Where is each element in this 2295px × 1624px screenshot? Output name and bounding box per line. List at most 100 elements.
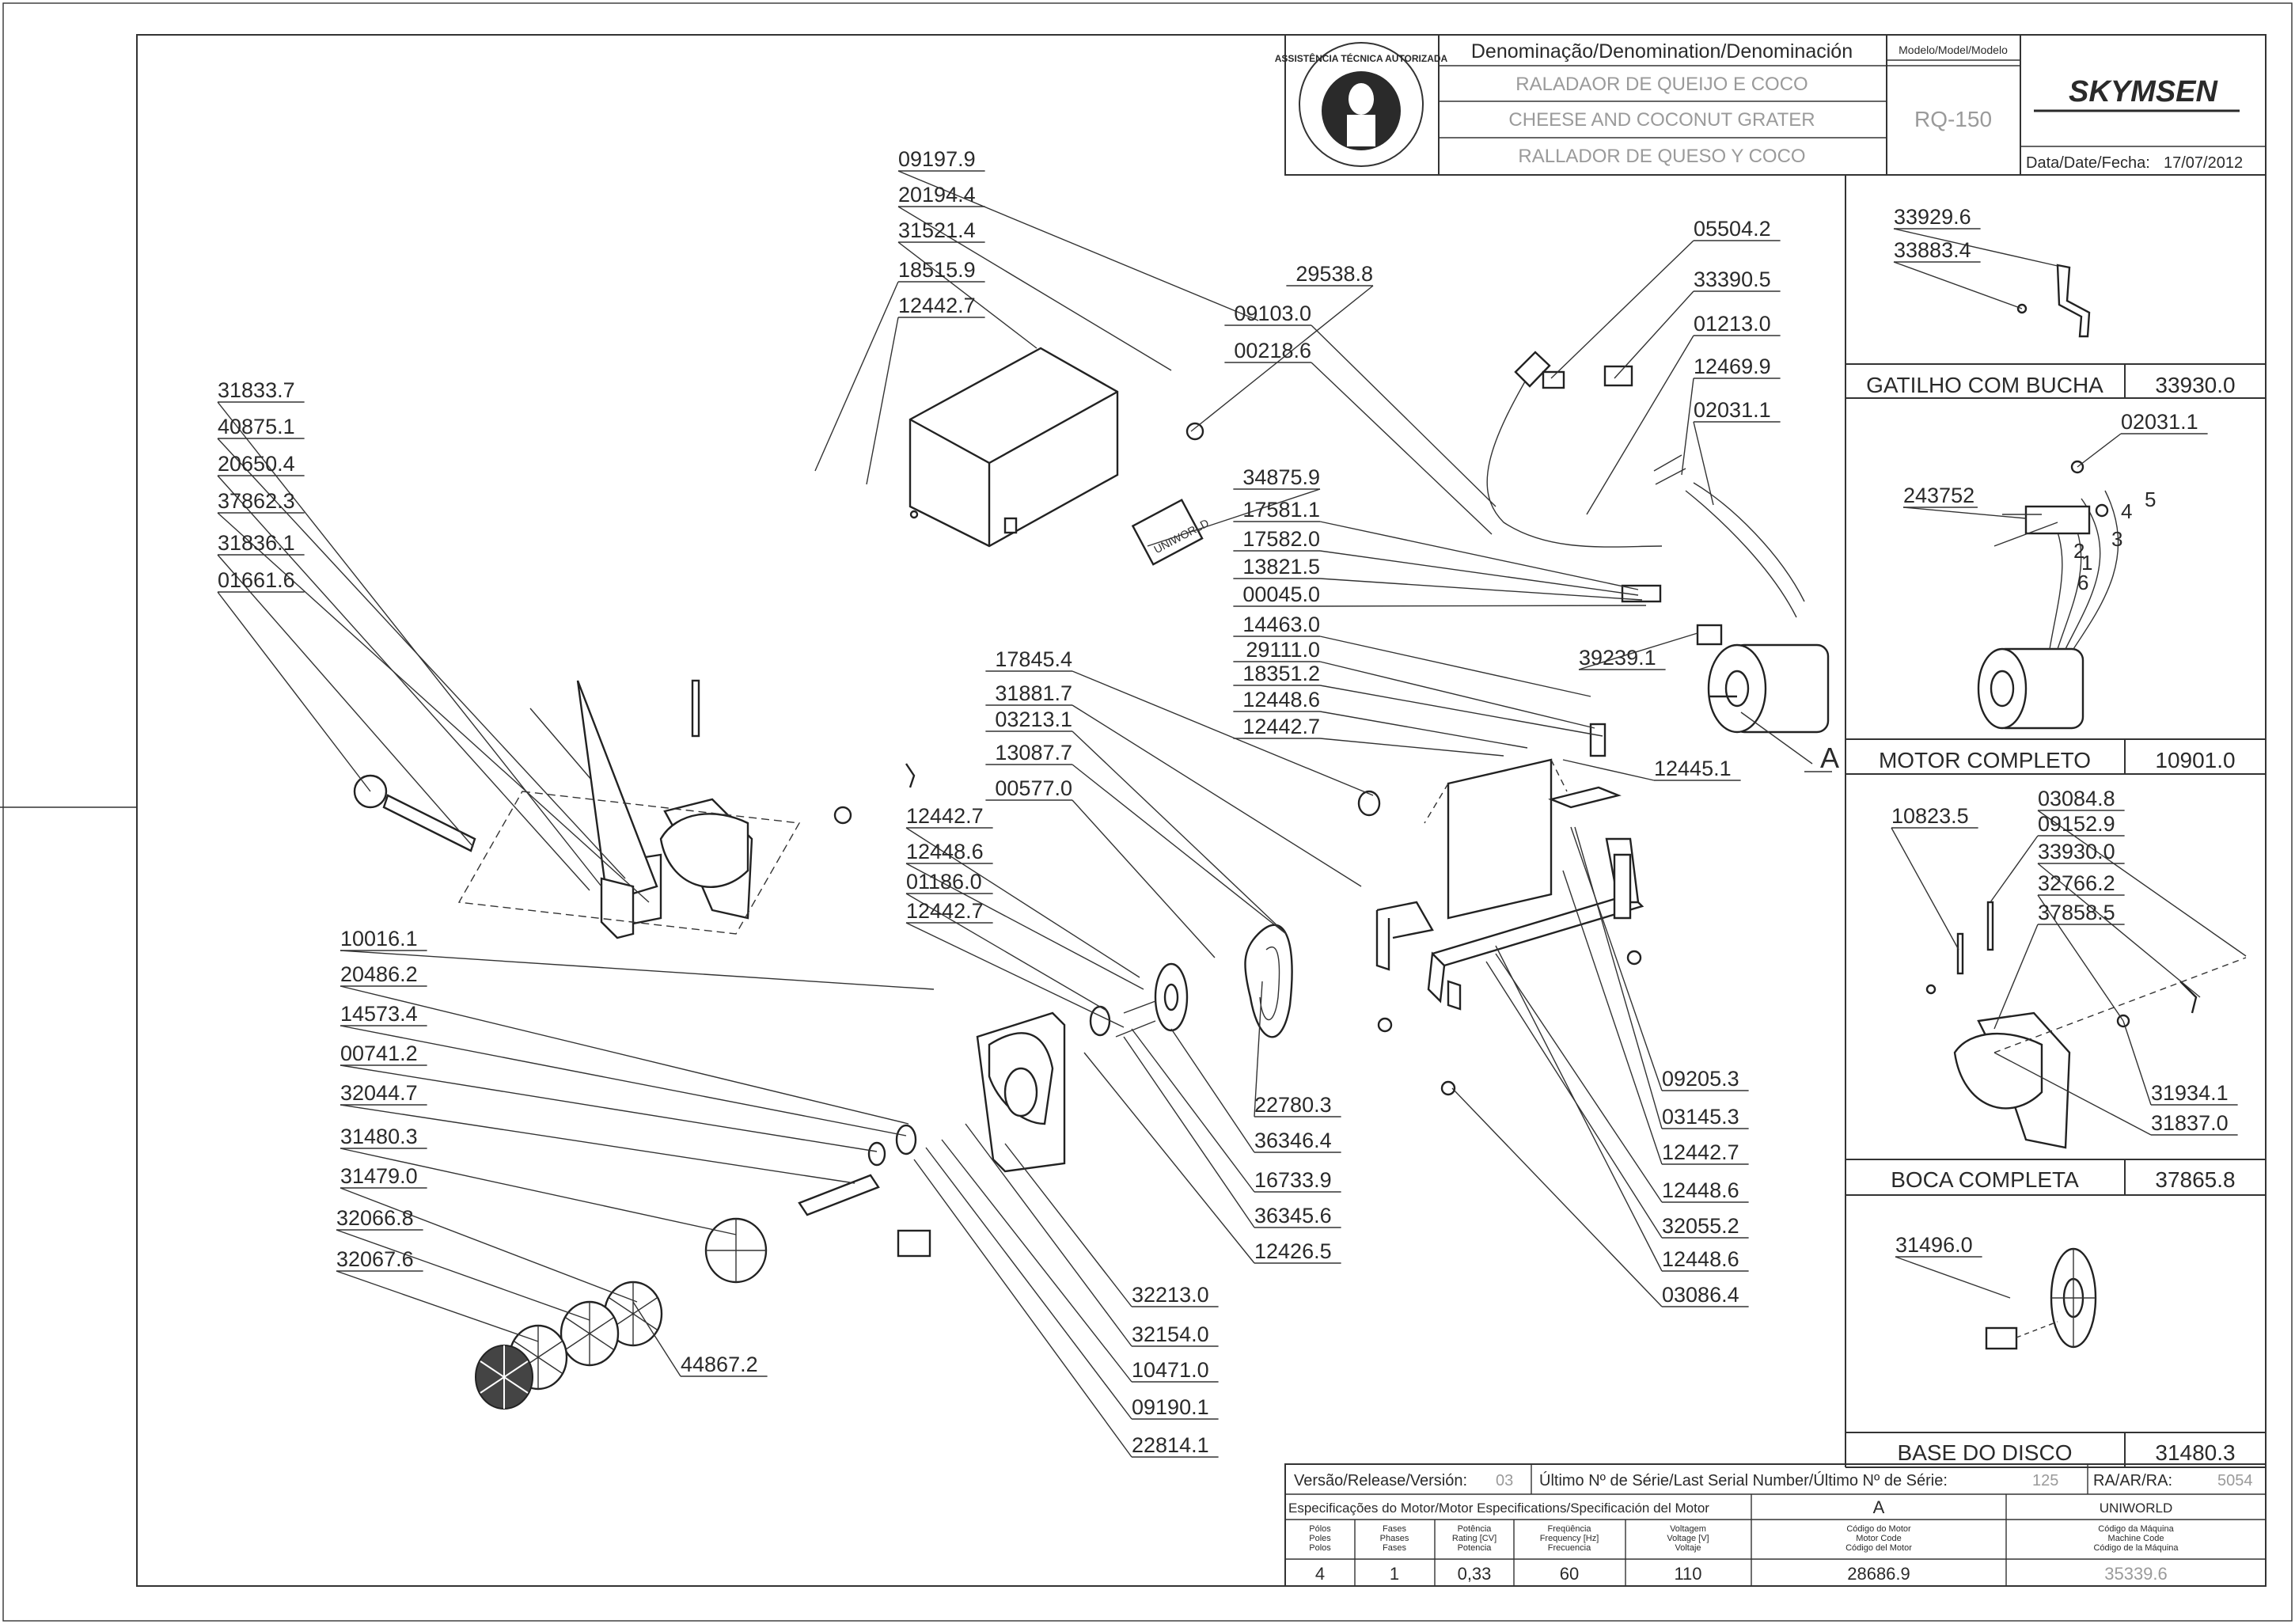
trigger-with-bushing-drawing: [2016, 264, 2091, 338]
part-callout: 12469.9: [1694, 355, 1771, 378]
disc-base: [704, 1217, 768, 1284]
grater-discs: [475, 1281, 663, 1410]
leader-line: [1578, 632, 1698, 670]
part-callout: 13821.5: [1242, 555, 1320, 579]
leader-line: [632, 1301, 681, 1377]
subassembly-callout: 10823.5: [1891, 804, 1969, 828]
leader-line: [2122, 1020, 2152, 1106]
part-callout: 17581.1: [1242, 498, 1320, 522]
spec-column-label: Frequency [Hz]: [1540, 1534, 1599, 1543]
leader-line: [1586, 335, 1694, 515]
part-callout: 36345.6: [1254, 1204, 1332, 1227]
serial-value: 125: [2032, 1472, 2058, 1489]
leader-line: [1190, 285, 1374, 432]
subassembly-panels: GATILHO COM BUCHA 33930.0 MOTOR COMPLETO…: [1845, 175, 2266, 1468]
spec-column-label: Frecuencia: [1548, 1543, 1591, 1553]
leader-line: [1319, 661, 1595, 729]
motor-voltage-code: A: [1873, 1497, 1885, 1517]
subassembly-name-base: BASE DO DISCO: [1898, 1440, 2073, 1465]
seal-text: ASSISTÊNCIA TÉCNICA AUTORIZADA: [1275, 52, 1448, 64]
part-callout: 20486.2: [340, 962, 418, 986]
spec-column-label: Pólos: [1309, 1524, 1331, 1534]
part-callout: 12448.6: [1242, 688, 1320, 711]
leader-line: [1495, 953, 1663, 1203]
subassembly-callout: 03084.8: [2038, 787, 2115, 810]
part-callout: 18515.9: [898, 258, 976, 282]
leader-line: [941, 1139, 1132, 1383]
part-callout: 14463.0: [1242, 613, 1320, 636]
spec-column-label: Voltage [V]: [1667, 1534, 1709, 1543]
subassembly-name-gatilho: GATILHO COM BUCHA: [1866, 373, 2103, 397]
spec-column-label: Potencia: [1458, 1543, 1493, 1553]
part-callout: 20194.4: [898, 183, 976, 207]
view-a-label: A: [1820, 742, 1839, 774]
title-block: ASSISTÊNCIA TÉCNICA AUTORIZADA Denominaç…: [1275, 34, 2267, 176]
leader-line: [1681, 378, 1694, 476]
leader-line: [217, 591, 371, 792]
drive-shaft: [798, 1124, 917, 1216]
spec-column-label: Freqüência: [1547, 1524, 1591, 1534]
spec-column-label: Código da Máquina: [2098, 1524, 2174, 1534]
leader-line: [1072, 764, 1287, 935]
leader-line: [1319, 685, 1603, 737]
disc-base-drawing: [1985, 1247, 2097, 1350]
spec-column-label: Motor Code: [1856, 1534, 1901, 1543]
part-callout: 09190.1: [1132, 1395, 1209, 1419]
subassembly-callout: 33929.6: [1894, 205, 1971, 229]
leader-line: [340, 950, 935, 990]
pulleys-and-belt: [1089, 790, 1381, 1038]
model-label: Modelo/Model/Modelo: [1899, 44, 2008, 56]
spec-column-label: Fases: [1383, 1543, 1406, 1553]
wire-number: 5: [2145, 488, 2156, 511]
drawing-frame: [136, 34, 2267, 1587]
leader-line: [340, 985, 909, 1125]
spec-column-label: Phases: [1380, 1534, 1409, 1543]
subassembly-name-motor: MOTOR COMPLETO: [1879, 748, 2091, 772]
subassembly-code-motor: 10901.0: [2155, 748, 2235, 772]
part-callout: 12448.6: [1662, 1247, 1739, 1271]
brand-logo: SKYMSEN: [2069, 75, 2218, 108]
spec-column-label: Machine Code: [2108, 1534, 2164, 1543]
subassembly-callout: 33883.4: [1894, 238, 1971, 262]
subassembly-callout-labels: 33929.633883.402031.124375210823.503084.…: [1891, 205, 2247, 1299]
part-callout: 16733.9: [1254, 1168, 1332, 1192]
leader-line: [814, 281, 899, 472]
part-callout: 32055.2: [1662, 1214, 1739, 1238]
denomination-label: Denominação/Denomination/Denominación: [1471, 40, 1853, 63]
wire-number: 6: [2077, 571, 2088, 594]
leader-line: [1562, 759, 1655, 781]
leader-line: [1254, 981, 1263, 1117]
leader-line: [340, 1187, 638, 1303]
part-callout: 20650.4: [218, 452, 295, 476]
subassembly-callout: 02031.1: [2121, 410, 2198, 434]
leader-line: [1123, 1036, 1255, 1228]
motor-brand: UNIWORLD: [2100, 1501, 2173, 1516]
subassembly-callout: 09152.9: [2038, 812, 2115, 836]
leader-line: [1993, 1052, 2152, 1136]
part-callout: 10471.0: [1132, 1358, 1209, 1382]
leader-line: [1562, 870, 1663, 1165]
part-callout: 31521.4: [898, 218, 976, 242]
part-callout: 03086.4: [1662, 1283, 1739, 1307]
leader-line: [1319, 711, 1528, 749]
part-callout: 32213.0: [1132, 1283, 1209, 1307]
part-callout: 05504.2: [1694, 217, 1771, 241]
part-callout: 00577.0: [995, 776, 1072, 800]
leader-line: [1902, 507, 2027, 519]
leader-line: [1574, 826, 1663, 1129]
part-callout: 32066.8: [336, 1206, 414, 1230]
subassembly-callout: 37858.5: [2038, 901, 2115, 924]
leader-line: [1170, 1028, 1255, 1153]
subassembly-code-base: 31480.3: [2155, 1440, 2235, 1465]
leader-line: [1570, 826, 1663, 1091]
part-callout: 32044.7: [340, 1081, 418, 1105]
part-callout: 12442.7: [906, 899, 984, 923]
leader-line: [1311, 362, 1493, 535]
part-callout: 37862.3: [218, 489, 295, 513]
leader-line: [2077, 433, 2122, 468]
leader-line: [340, 1025, 907, 1136]
spec-column-label: Potência: [1458, 1524, 1493, 1534]
complete-motor-drawing: [1977, 460, 2119, 730]
leader-line: [1072, 799, 1216, 958]
part-callout: 31480.3: [340, 1125, 418, 1148]
